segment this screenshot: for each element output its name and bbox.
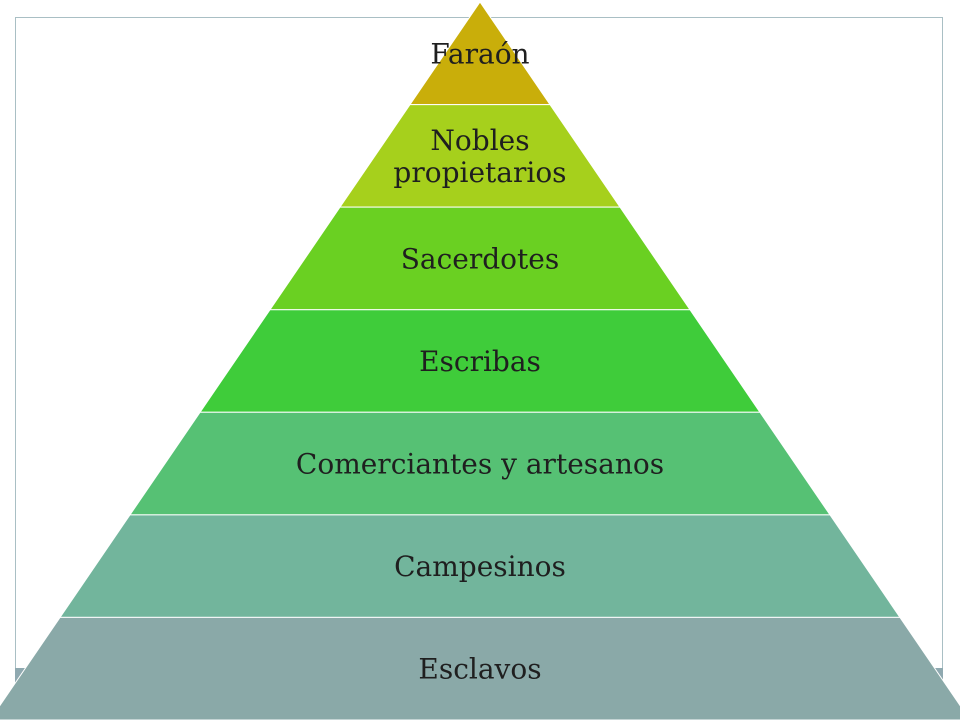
tier-label: Comerciantes y artesanos (296, 448, 664, 481)
tier-1: Faraón (409, 1, 551, 106)
tier-label: Campesinos (394, 550, 566, 583)
tier-label: Sacerdotes (401, 242, 559, 275)
tier-7: Esclavos (0, 616, 960, 720)
tier-label: Faraón (430, 37, 529, 70)
tier-4: Escribas (199, 309, 761, 413)
tier-label: Escribas (419, 345, 541, 378)
tier-3: Sacerdotes (269, 206, 691, 311)
tier-label: Nobles (430, 124, 529, 157)
tier-label: propietarios (393, 156, 566, 189)
tier-shape (0, 616, 960, 720)
tier-5: Comerciantes y artesanos (129, 411, 831, 516)
tier-6: Campesinos (59, 514, 901, 618)
tier-label: Esclavos (418, 653, 541, 686)
